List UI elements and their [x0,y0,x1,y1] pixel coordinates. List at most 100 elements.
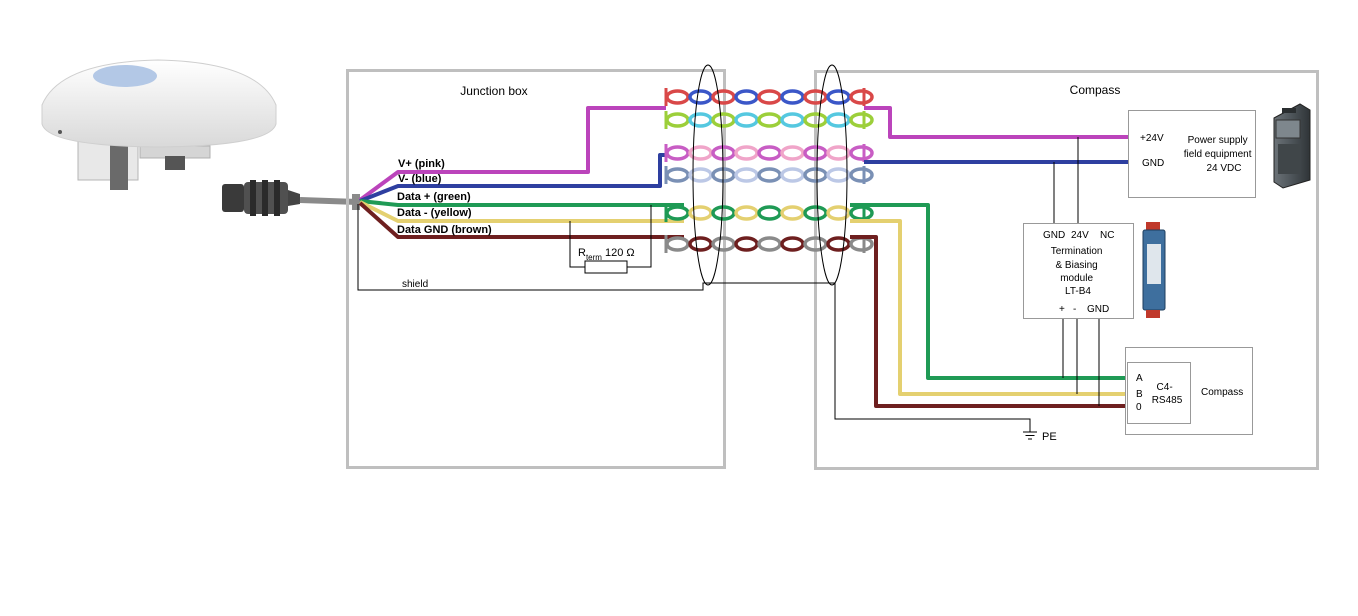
twist-loop [826,205,851,221]
twist-loop [688,167,713,183]
twist-loop [849,205,874,221]
twist-loop [688,145,713,161]
twist-loop [734,89,759,105]
din-power-supply-icon [1273,103,1311,189]
wire-pink-out [864,106,1128,139]
twist-loop [711,145,736,161]
junction-box-panel [346,69,726,469]
psu-pin-24v: +24V [1140,133,1164,144]
power-supply-box [1128,110,1256,198]
twisted-pair-2 [664,111,874,129]
pe-wire [834,283,1031,432]
wire-brown [358,201,684,239]
twist-loop [688,236,713,252]
twist-loop [803,236,828,252]
twist-loop [849,236,874,252]
wire-green-out [850,203,1128,380]
twist-loop [711,236,736,252]
twist-loop [803,112,828,128]
twist-loop [665,167,690,183]
wire-blue [359,153,666,203]
termination-bottom-pins: + - GND [1059,304,1109,315]
resistor-icon [569,205,652,274]
twist-loop [826,112,851,128]
din-module-icon [1142,222,1166,318]
twist-loop [780,205,805,221]
twist-loop [826,236,851,252]
twist-loop [826,89,851,105]
wire-brown-out [850,235,1128,408]
twist-loop [803,89,828,105]
twist-loop [803,205,828,221]
twisted-pair-1 [664,88,874,106]
twist-loop [780,89,805,105]
wire-pink [358,106,666,202]
twist-loop [757,145,782,161]
twisted-pair-5 [664,204,874,222]
label-data-minus: Data - (yellow) [397,207,472,219]
cable-gland-right [816,64,848,286]
ground-icon [1023,431,1037,440]
label-v-minus: V- (blue) [398,173,442,185]
twist-loop [734,236,759,252]
compass-device-label: Compass [1201,387,1243,398]
wire-yellow [359,200,684,223]
termination-top-pins: GND 24V NC [1043,230,1114,241]
twist-loop [688,112,713,128]
twist-loop [849,145,874,161]
twist-loop [688,205,713,221]
twist-loop [665,89,690,105]
twist-loop [780,112,805,128]
c4-rs485-module [1127,362,1191,424]
compass-panel-title: Compass [1070,83,1121,97]
junction-box-title: Junction box [460,84,527,98]
twist-loop [734,112,759,128]
twist-loop [711,205,736,221]
psu-pin-gnd: GND [1142,158,1164,169]
compass-sensor-icon [41,59,277,190]
shield-label: shield [402,279,428,290]
termination-title: Termination & Biasing module LT-B4 [1051,246,1105,297]
pe-label: PE [1042,431,1057,443]
twist-loop [711,112,736,128]
wire-green [359,199,684,207]
twist-loop [757,205,782,221]
twist-loop [780,167,805,183]
m12-connector-icon [222,180,360,216]
twist-loop [734,167,759,183]
termination-module-box [1023,223,1134,319]
label-v-plus: V+ (pink) [398,158,445,170]
psu-title: Power supply field equipment 24 VDC [1184,135,1255,174]
twist-loop [780,236,805,252]
cable-gland-left [692,64,724,286]
shield-wire [357,204,835,291]
compass-pins: A B 0 [1136,373,1145,413]
label-data-plus: Data + (green) [397,191,471,203]
twisted-pair-6 [664,235,874,253]
compass-panel [814,70,1319,470]
twist-loop [757,89,782,105]
twist-loop [826,167,851,183]
twist-loop [803,167,828,183]
twist-loop [688,89,713,105]
label-data-gnd: Data GND (brown) [397,224,492,236]
twist-loop [803,145,828,161]
twisted-pair-3 [664,144,874,162]
twist-loop [665,205,690,221]
twist-loop [711,167,736,183]
twist-loop [734,205,759,221]
twist-loop [734,145,759,161]
twist-loop [757,167,782,183]
twisted-pair-cable [664,88,874,253]
twist-loop [849,89,874,105]
twisted-pair-4 [664,166,874,184]
c4-rs485-label: C4- RS485 [1152,382,1183,406]
twist-loop [711,89,736,105]
twist-loop [665,236,690,252]
twist-loop [849,112,874,128]
sensor-cable [299,197,359,205]
wire-yellow-out [850,219,1128,396]
twist-loop [826,145,851,161]
